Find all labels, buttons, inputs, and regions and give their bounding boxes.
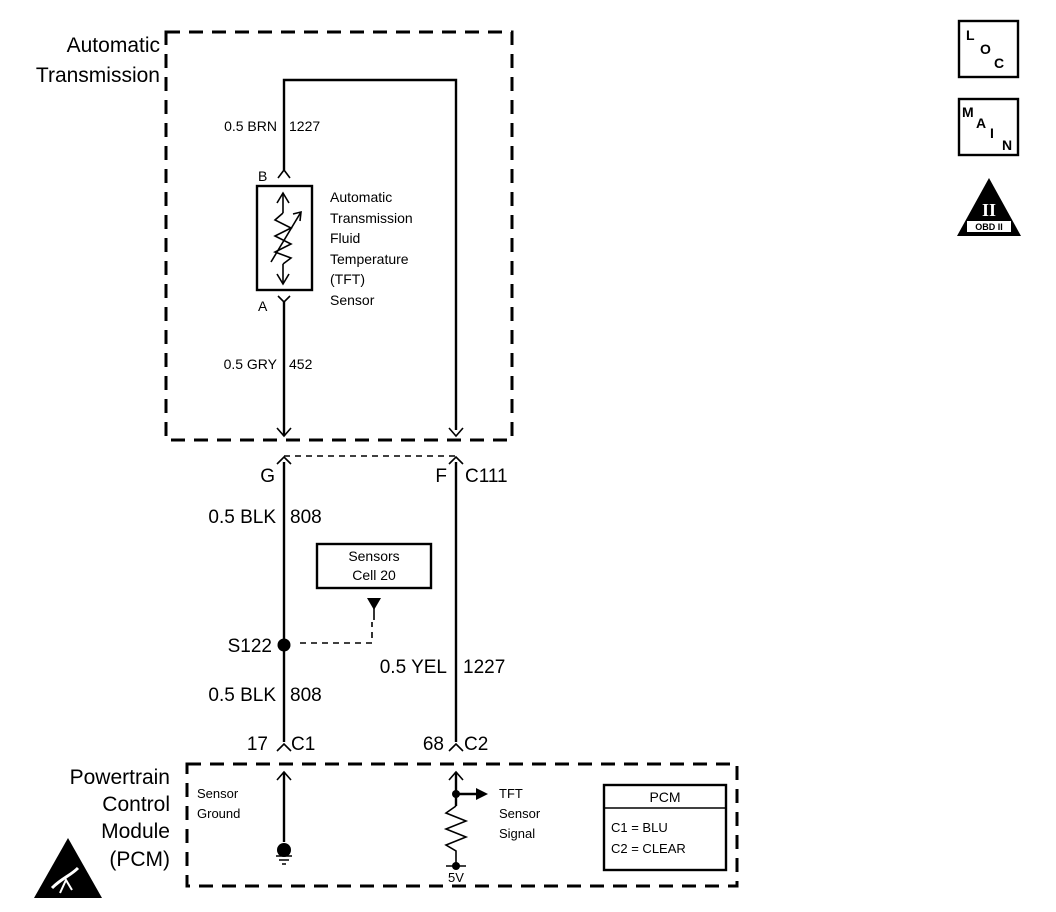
tft-sensor bbox=[255, 184, 314, 292]
tft-signal-circuit bbox=[443, 770, 488, 870]
wire-blk-lower-circuit: 808 bbox=[290, 685, 322, 706]
pcm-legend bbox=[602, 783, 728, 872]
c111-name: C111 bbox=[465, 466, 508, 487]
sensor-pin-a: A bbox=[258, 298, 268, 314]
obd-ii-nav-button[interactable]: II OBD II bbox=[957, 178, 1021, 236]
tft-sensor-label-3: Fluid bbox=[330, 230, 360, 246]
wire-blk-upper-circuit: 808 bbox=[290, 507, 322, 528]
pcm-c1: C1 bbox=[291, 734, 315, 755]
c111-pin-f: F bbox=[435, 466, 447, 487]
wire-brn-label: 0.5 BRN bbox=[224, 118, 277, 134]
loc-nav-button[interactable]: L O C bbox=[957, 19, 1020, 79]
wire-blk-lower-label: 0.5 BLK bbox=[208, 685, 276, 706]
wire-gry-label: 0.5 GRY bbox=[224, 356, 278, 372]
wire-gry-452 bbox=[276, 302, 464, 438]
sensor-ground-label-2: Ground bbox=[197, 806, 240, 821]
tft-sensor-label-4: Temperature bbox=[330, 251, 409, 267]
wire-blk-upper-label: 0.5 BLK bbox=[208, 507, 276, 528]
svg-text:M: M bbox=[962, 104, 974, 120]
sensors-cell-ref-box bbox=[315, 542, 433, 620]
pcm-legend-header: PCM bbox=[649, 789, 680, 805]
pcm-title-line1: Powertrain bbox=[70, 766, 170, 789]
transmission-title-line2: Transmission bbox=[36, 64, 160, 87]
wire-brn-1227 bbox=[282, 78, 458, 430]
svg-text:N: N bbox=[1002, 137, 1012, 153]
transmission-title-line1: Automatic bbox=[67, 34, 160, 57]
pcm-title-line4: (PCM) bbox=[109, 848, 170, 871]
wire-yel-circuit: 1227 bbox=[463, 657, 505, 678]
pcm-pin-68: 68 bbox=[423, 734, 444, 755]
connector-c111 bbox=[276, 455, 464, 465]
tft-sensor-label-2: Transmission bbox=[330, 210, 413, 226]
main-nav-button[interactable]: M A I N bbox=[957, 97, 1020, 157]
wire-brn-circuit: 1227 bbox=[289, 118, 320, 134]
svg-text:OBD II: OBD II bbox=[975, 222, 1003, 232]
pcm-legend-row1: C1 = BLU bbox=[611, 820, 668, 835]
wire-yel-label: 0.5 YEL bbox=[380, 657, 447, 678]
tft-signal-label-2: Sensor bbox=[499, 806, 541, 821]
svg-text:C: C bbox=[994, 55, 1004, 71]
tft-signal-label-1: TFT bbox=[499, 786, 523, 801]
pcm-legend-row2: C2 = CLEAR bbox=[611, 841, 686, 856]
sensor-pin-b: B bbox=[258, 168, 267, 184]
pcm-pin-17: 17 bbox=[247, 734, 268, 755]
pcm-title-line2: Control bbox=[102, 793, 170, 816]
sensors-cell-ref-line2: Cell 20 bbox=[352, 567, 396, 583]
pcm-c2: C2 bbox=[464, 734, 488, 755]
tft-sensor-label-5: (TFT) bbox=[330, 271, 365, 287]
tft-sensor-label-1: Automatic bbox=[330, 189, 392, 205]
c111-pin-g: G bbox=[260, 466, 275, 487]
sensor-pin-a-terminal bbox=[277, 295, 291, 304]
pcm-enclosure bbox=[185, 762, 739, 888]
wire-gry-circuit: 452 bbox=[289, 356, 313, 372]
sensors-cell-ref-line1: Sensors bbox=[348, 548, 399, 564]
svg-text:I: I bbox=[990, 125, 994, 141]
sensor-pin-b-terminal bbox=[277, 168, 291, 179]
pcm-title-line3: Module bbox=[101, 820, 170, 843]
reference-voltage-label: 5V bbox=[448, 870, 464, 885]
svg-text:A: A bbox=[976, 115, 986, 131]
sensor-ground-circuit bbox=[276, 770, 292, 865]
splice-s122-label: S122 bbox=[228, 636, 272, 657]
svg-text:L: L bbox=[966, 27, 975, 43]
tft-sensor-label-6: Sensor bbox=[330, 292, 375, 308]
svg-text:O: O bbox=[980, 41, 991, 57]
sensor-ground-label-1: Sensor bbox=[197, 786, 239, 801]
splice-s122 bbox=[277, 622, 373, 652]
pcm-connector-terminals bbox=[276, 742, 464, 752]
transmission-enclosure bbox=[164, 30, 514, 442]
svg-text:II: II bbox=[982, 200, 996, 220]
tft-signal-label-3: Signal bbox=[499, 826, 535, 841]
esd-warning-icon bbox=[34, 838, 102, 898]
